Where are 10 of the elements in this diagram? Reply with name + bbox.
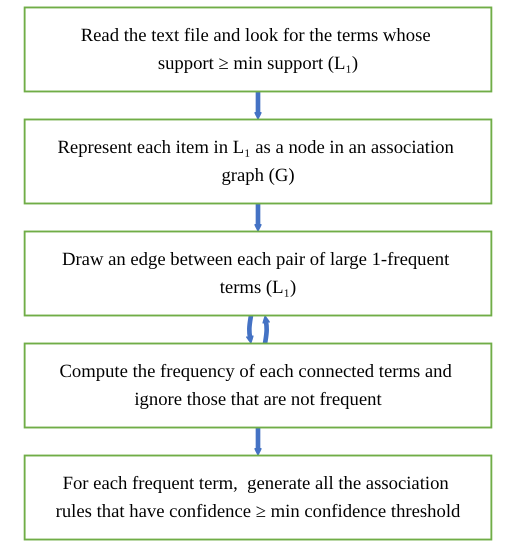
node-box [24, 230, 492, 316]
node-box [24, 6, 492, 92]
arrow [246, 315, 254, 344]
node-box [24, 454, 492, 540]
node-box [24, 118, 492, 204]
arrow [254, 428, 262, 456]
arrow [262, 315, 270, 344]
arrow [254, 204, 262, 232]
node-box [24, 342, 492, 428]
arrow [254, 91, 262, 120]
